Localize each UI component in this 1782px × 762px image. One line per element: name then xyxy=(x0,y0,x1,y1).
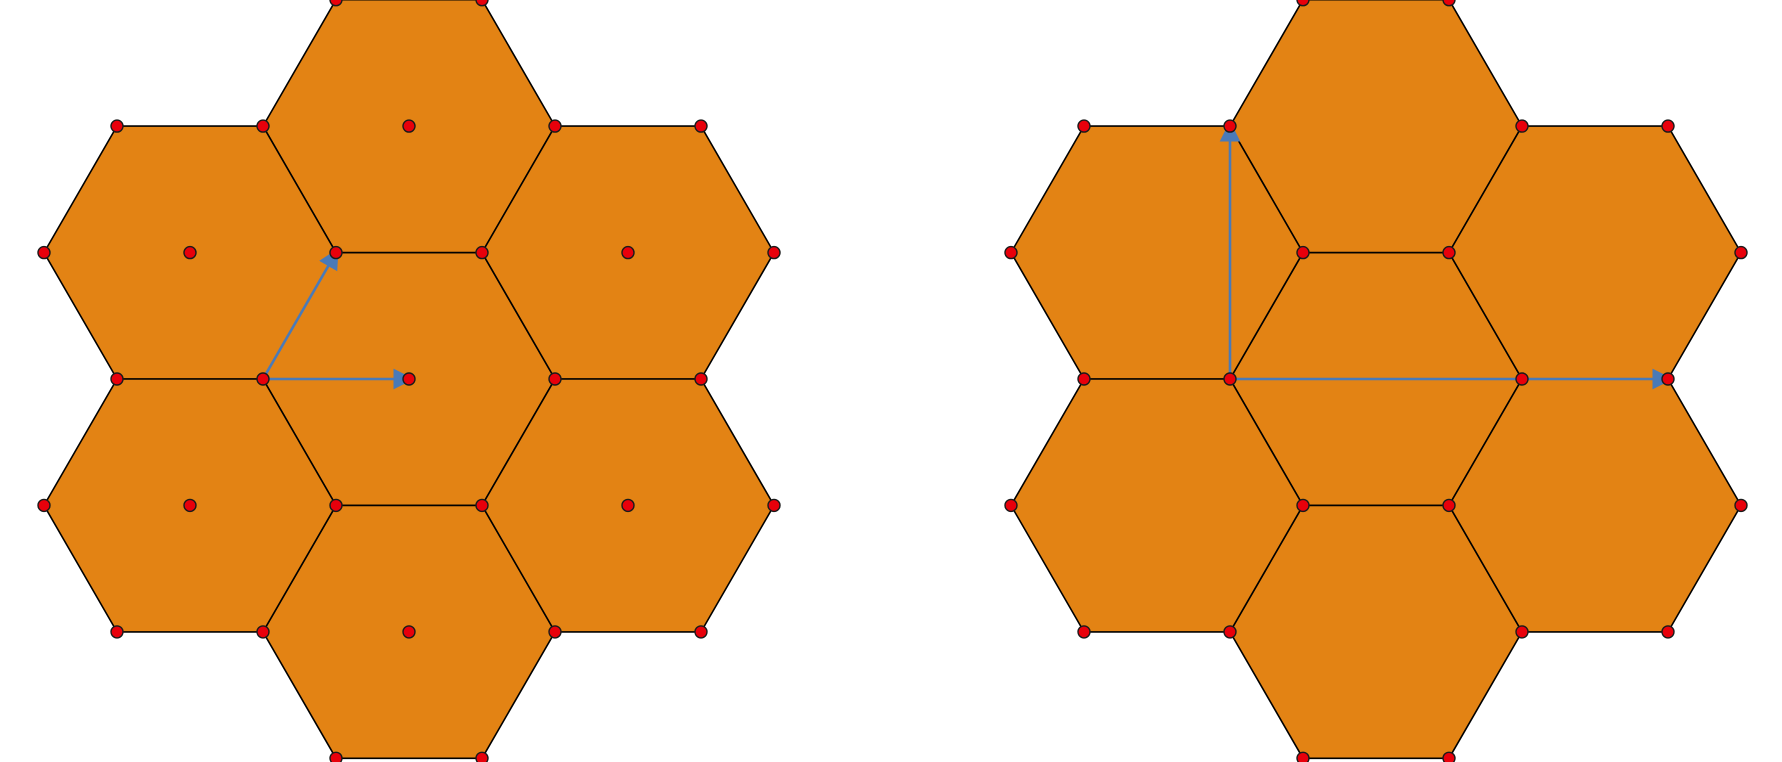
lattice-vertex-point xyxy=(1734,245,1748,260)
left-lattice-panel xyxy=(37,0,781,762)
lattice-vertex-point xyxy=(110,372,124,386)
lattice-vertex-point xyxy=(329,498,343,513)
lattice-vertex-point xyxy=(548,625,562,639)
hexagon-center-point xyxy=(621,498,635,513)
right-lattice-panel xyxy=(1004,0,1748,762)
lattice-vertex-point xyxy=(1296,751,1310,762)
lattice-vertex-point xyxy=(1077,372,1091,386)
lattice-vertex-point xyxy=(1004,245,1018,260)
lattice-vertex-point xyxy=(1661,372,1675,386)
lattice-vertex-point xyxy=(694,625,708,639)
lattice-vertex-point xyxy=(1442,245,1456,260)
lattice-vertex-point xyxy=(1004,498,1018,513)
lattice-vertex-point xyxy=(1296,498,1310,513)
lattice-vertex-point xyxy=(1734,498,1748,513)
lattice-vertex-point xyxy=(1442,0,1456,7)
lattice-vertex-point xyxy=(1442,498,1456,513)
lattice-vertex-point xyxy=(1661,119,1675,133)
lattice-vertex-point xyxy=(1515,119,1529,133)
lattice-vertex-point xyxy=(1296,0,1310,7)
hexagon-center-point xyxy=(621,245,635,260)
lattice-vertex-point xyxy=(1661,625,1675,639)
lattice-vertex-point xyxy=(1515,372,1529,386)
lattice-vertex-point xyxy=(1077,625,1091,639)
lattice-vertex-point xyxy=(329,751,343,762)
lattice-vertex-point xyxy=(1223,119,1237,133)
lattice-vertex-point xyxy=(475,0,489,7)
lattice-vertex-point xyxy=(1515,625,1529,639)
lattice-vertex-point xyxy=(767,245,781,260)
lattice-vertex-point xyxy=(1223,372,1237,386)
lattice-vertex-point xyxy=(1077,119,1091,133)
hexagon-center-point xyxy=(402,372,416,386)
lattice-vertex-point xyxy=(1223,625,1237,639)
lattice-vertex-point xyxy=(548,372,562,386)
lattice-vertex-point xyxy=(475,498,489,513)
lattice-vertex-point xyxy=(1296,245,1310,260)
hexagon-center-point xyxy=(183,498,197,513)
lattice-vertex-point xyxy=(256,372,270,386)
lattice-vertex-point xyxy=(110,625,124,639)
lattice-vertex-point xyxy=(1442,751,1456,762)
lattice-vertex-point xyxy=(37,245,51,260)
hexagon-center-point xyxy=(402,625,416,639)
lattice-vertex-point xyxy=(475,751,489,762)
lattice-vertex-point xyxy=(694,372,708,386)
lattice-vertex-point xyxy=(767,498,781,513)
lattice-vertex-point xyxy=(329,245,343,260)
lattice-vertex-point xyxy=(329,0,343,7)
lattice-vertex-point xyxy=(37,498,51,513)
lattice-vertex-point xyxy=(256,625,270,639)
lattice-vertex-point xyxy=(475,245,489,260)
vector-a1-arrow xyxy=(261,248,339,381)
lattice-vertex-point xyxy=(256,119,270,133)
hexagon-center-point xyxy=(183,245,197,260)
hexagon-center-point xyxy=(402,119,416,133)
lattice-vertex-point xyxy=(548,119,562,133)
lattice-vertex-point xyxy=(110,119,124,133)
lattice-vertex-point xyxy=(694,119,708,133)
